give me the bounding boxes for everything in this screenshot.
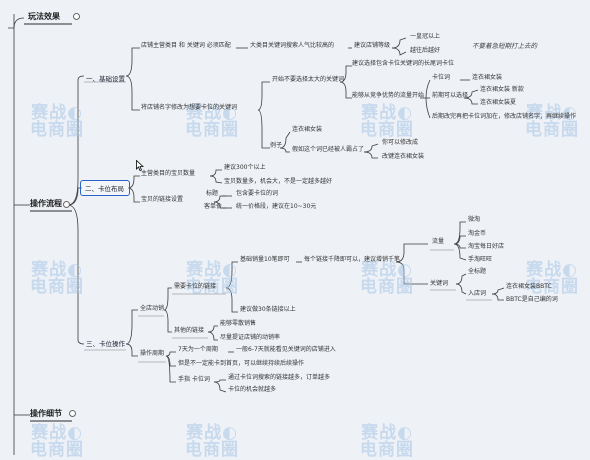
node-card-more[interactable]: 卡位的机会就越多 [228,386,277,393]
node-one-crown[interactable]: 一皇冠以上 [410,33,441,40]
section-detail[interactable]: 操作细节 [30,409,62,418]
branch-ops[interactable]: 三、卡位操作 [86,340,125,348]
node-weitao[interactable]: 微淘 [468,216,481,223]
node-long-term-note[interactable]: 不要着急短期打上去的 [472,42,537,50]
collapse-toggle-icon[interactable] [73,13,80,20]
node-keyword-fixed[interactable]: 将店铺名字修改为想要卡位的关键词 [141,104,238,111]
node-popular-words[interactable]: 大类目关键词搜索人气比较高的 [250,42,335,49]
node-related[interactable]: 关键词 [430,280,449,287]
node-under-set[interactable]: 宝贝的链接设置 [141,196,184,203]
node-op-cycle[interactable]: 操作周期 [140,350,165,357]
node-example[interactable]: 例子 [270,142,283,149]
node-card-position[interactable]: 卡位词 [432,74,451,81]
node-trunk-cover[interactable]: 能够从竞争优势的流量开始 [352,92,425,99]
node-price[interactable]: 客单价 [204,203,223,210]
node-can-change[interactable]: 你可以修改成 [382,139,419,146]
node-title[interactable]: 标题 [206,190,219,197]
node-women-shop[interactable]: 连衣裙女装 [472,74,503,81]
collapse-toggle-icon[interactable] [69,410,76,417]
node-suggest-30[interactable]: 建议做30条链接以上 [240,306,296,313]
node-more-goods[interactable]: 宝贝数量多，机会大，不是一定越多越好 [224,178,333,185]
node-example-word[interactable]: 连衣裙女装 [292,126,323,133]
node-start-big[interactable]: 开始不要选择太大的关键词 [272,76,345,83]
section-effect[interactable]: 玩法效果 [28,12,60,21]
node-suggest-good[interactable]: 建议店铺等级 [354,42,391,49]
node-other-links[interactable]: 其他的链接 [174,327,205,334]
section-process[interactable]: 操作流程 [30,199,62,208]
node-women-shop-2[interactable]: 连衣裙女装夏 [480,99,517,106]
node-title-note[interactable]: 包含要卡位的词 [236,190,279,197]
node-keep-sales[interactable]: 能够零散销售 [220,320,257,327]
selected-node-box[interactable] [80,180,130,196]
node-shop-name[interactable]: 店铺主营类目 和 关键词 必须匹配 [141,42,231,49]
node-entrance[interactable]: 入店词 [468,290,487,297]
node-dress-word[interactable]: 连衣裙女装BBTC [506,283,552,290]
collapse-toggle-icon[interactable] [63,201,70,208]
node-traffic[interactable]: 流量 [432,238,445,245]
node-taojinbi[interactable]: 淘金币 [468,230,487,237]
node-women-shop-new[interactable]: 连衣裙女装 新款 [480,86,524,93]
node-better[interactable]: 越往后越好 [410,47,441,54]
node-keep-shop[interactable]: 尽量提证店铺的动销率 [220,334,281,341]
node-need-main[interactable]: 需要卡位的链接 [174,283,217,290]
branch-layout[interactable]: 二、卡位布局 [85,185,124,193]
node-base-sales[interactable]: 基础销量10笔即可 [240,256,290,263]
node-hand-card[interactable]: 手指 卡位词 [178,376,210,383]
node-every-day[interactable]: 淘宝每日好店 [468,243,505,250]
mouse-cursor-icon [136,160,144,171]
node-each-link[interactable]: 每个链接千降即可以，建议增销千笔 [304,256,401,263]
node-main-count[interactable]: 主营类目的宝贝数量 [141,170,196,177]
node-bbtc-own[interactable]: BBTC是自己编的词 [506,296,558,303]
node-step-seven[interactable]: 一般6-7天就能看见关键词的店铺进入 [236,346,336,353]
node-price-note[interactable]: 统一价格段，建议在10~30元 [236,203,317,210]
node-how-reach[interactable]: 假如这个词已经被人霸占了 [292,146,365,153]
node-mobile[interactable]: 手淘旺旺 [468,256,493,263]
node-all-shop[interactable]: 全标题 [468,268,487,275]
node-through-card[interactable]: 通过卡位词搜索的链接越多，订单越多 [228,374,331,381]
branch-basic[interactable]: 一、基础设置 [86,75,125,83]
node-later-change[interactable]: 后期改完再把卡位词加在，修改店铺名字，再继续操作 [432,113,577,120]
node-full-shop[interactable]: 全店动销 [140,305,165,312]
node-open-one[interactable]: 但是不一定能卡到首页，可以继续持续后续操作 [178,360,305,367]
node-suggest-choose[interactable]: 建议选择包含卡位关键词的长尾词卡位 [352,60,455,67]
node-front-select[interactable]: 前期可以选择 [432,92,469,99]
node-suggest-300[interactable]: 建议300个以上 [224,164,266,171]
node-modify-shop[interactable]: 改键连衣裙女装 [382,153,425,160]
node-seven-days[interactable]: 7天为一个周期 [178,346,218,353]
